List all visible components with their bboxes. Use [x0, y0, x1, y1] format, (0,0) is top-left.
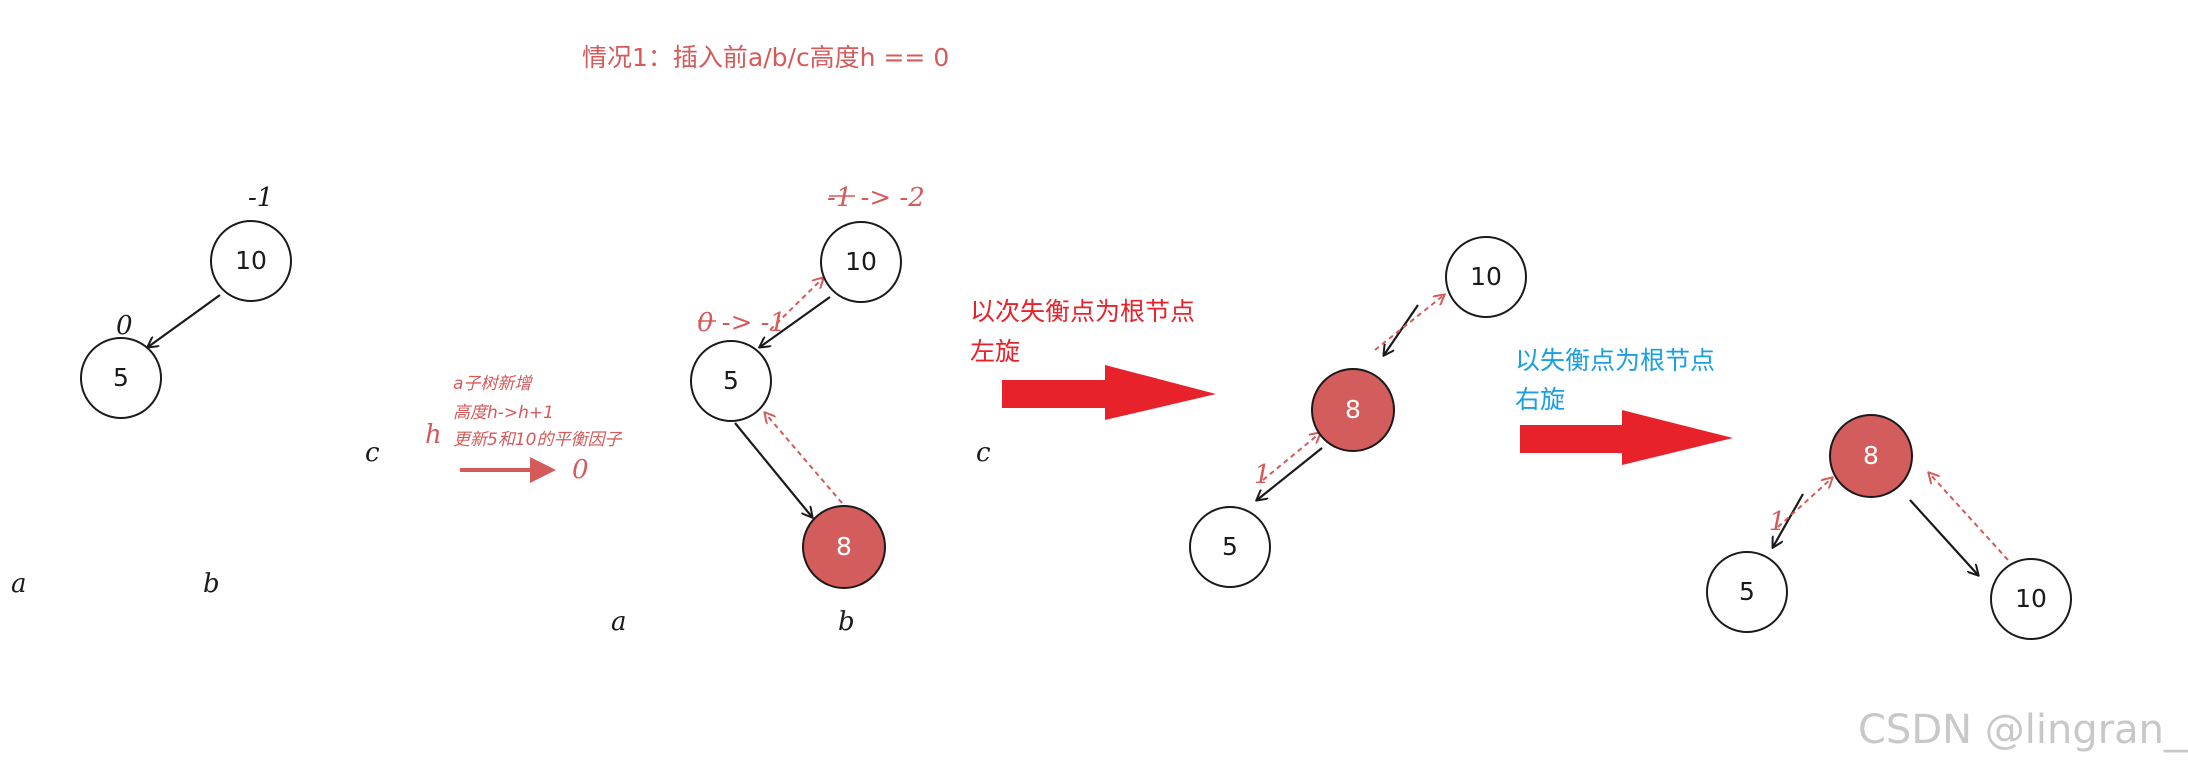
- node-8: [1829, 414, 1913, 498]
- node-10: [1990, 558, 2072, 640]
- step-left-rotate: 以次失衡点为根节点 左旋: [970, 297, 1216, 420]
- subtree-c: c: [976, 438, 991, 468]
- edge-10-5: [760, 296, 831, 347]
- balance-factor-5: 0: [116, 311, 133, 341]
- step1-arrow-shaft: [1002, 380, 1117, 408]
- subtree-b: b: [838, 607, 855, 637]
- update-path-5-10: [769, 278, 823, 331]
- node-8: [1311, 368, 1395, 452]
- node-5: [1189, 506, 1271, 588]
- step1-label-line2: 左旋: [970, 337, 1020, 366]
- node-5: [1706, 551, 1788, 633]
- node-5: [690, 340, 772, 422]
- update-path-5-8: [1777, 478, 1832, 528]
- edge-5-8: [734, 422, 812, 517]
- update-path-5-8: [1262, 433, 1320, 481]
- node-5-label: 5: [1739, 577, 1755, 606]
- height-zero: 0: [572, 455, 589, 485]
- edge-8-10: [1909, 499, 1978, 575]
- tree-after-insert: 10 5 8 -1 -> -2 0 -> -1 a b c: [611, 183, 991, 637]
- tree-before-insert: 10 5 -1 0 a b c: [11, 183, 380, 599]
- insert-note-line3: 更新5和10的平衡因子: [453, 430, 622, 450]
- step-right-rotate: 以失衡点为根节点 右旋: [1515, 346, 1733, 465]
- update-path-10-8: [1929, 473, 2009, 561]
- step2-label-line2: 右旋: [1515, 385, 1565, 414]
- height-h: h: [425, 420, 442, 450]
- subtree-b: b: [203, 569, 220, 599]
- step1-label-line1: 以次失衡点为根节点: [970, 297, 1195, 326]
- insert-annotation: a子树新增 高度h->h+1 更新5和10的平衡因子 h 0: [425, 374, 622, 485]
- tree-after-left-rotate: 10 8 5 1: [1189, 236, 1527, 588]
- watermark: CSDN @lingran__: [1858, 707, 2188, 753]
- step2-arrow-shaft: [1520, 425, 1635, 453]
- subtree-a: a: [611, 607, 627, 637]
- balance-factor-8: 1: [1254, 460, 1271, 490]
- step2-label-line1: 以失衡点为根节点: [1515, 346, 1715, 375]
- node-8-label: 8: [836, 532, 852, 561]
- update-path-8-10: [1374, 295, 1444, 351]
- node-10-label: 10: [2015, 584, 2047, 613]
- balance-factor-5: 1: [1769, 507, 1786, 537]
- update-path-8-5: [765, 413, 843, 504]
- balance-factor-5: 0 -> -1: [697, 308, 786, 338]
- node-10-label: 10: [845, 247, 877, 276]
- node-5: [80, 337, 162, 419]
- edge-10-5: [148, 294, 221, 347]
- case-title: 情况1：插入前a/b/c高度h == 0: [582, 43, 949, 72]
- insert-note-line1: a子树新增: [453, 374, 533, 394]
- node-10-label: 10: [235, 246, 267, 275]
- insert-arrow-head: [530, 457, 556, 483]
- node-10-label: 10: [1470, 262, 1502, 291]
- node-10: [1445, 236, 1527, 318]
- node-10: [820, 221, 902, 303]
- edge-8-5: [1773, 493, 1804, 547]
- node-10: [210, 220, 292, 302]
- step2-arrow-head: [1622, 410, 1733, 465]
- node-5-label: 5: [113, 363, 129, 392]
- node-5-label: 5: [1222, 532, 1238, 561]
- node-8-label: 8: [1863, 441, 1879, 470]
- balance-factor-10: -1: [248, 183, 273, 213]
- node-8-new: [802, 505, 886, 589]
- edge-10-8: [1384, 304, 1419, 355]
- node-5-label: 5: [723, 366, 739, 395]
- step1-arrow-head: [1105, 365, 1216, 420]
- balance-factor-10: -1 -> -2: [827, 183, 925, 213]
- insert-note-line2: 高度h->h+1: [453, 403, 554, 423]
- subtree-a: a: [11, 569, 27, 599]
- tree-after-right-rotate: 8 5 10 1: [1706, 414, 2072, 640]
- subtree-c: c: [365, 438, 380, 468]
- edge-8-5: [1257, 447, 1323, 500]
- node-8-label: 8: [1345, 395, 1361, 424]
